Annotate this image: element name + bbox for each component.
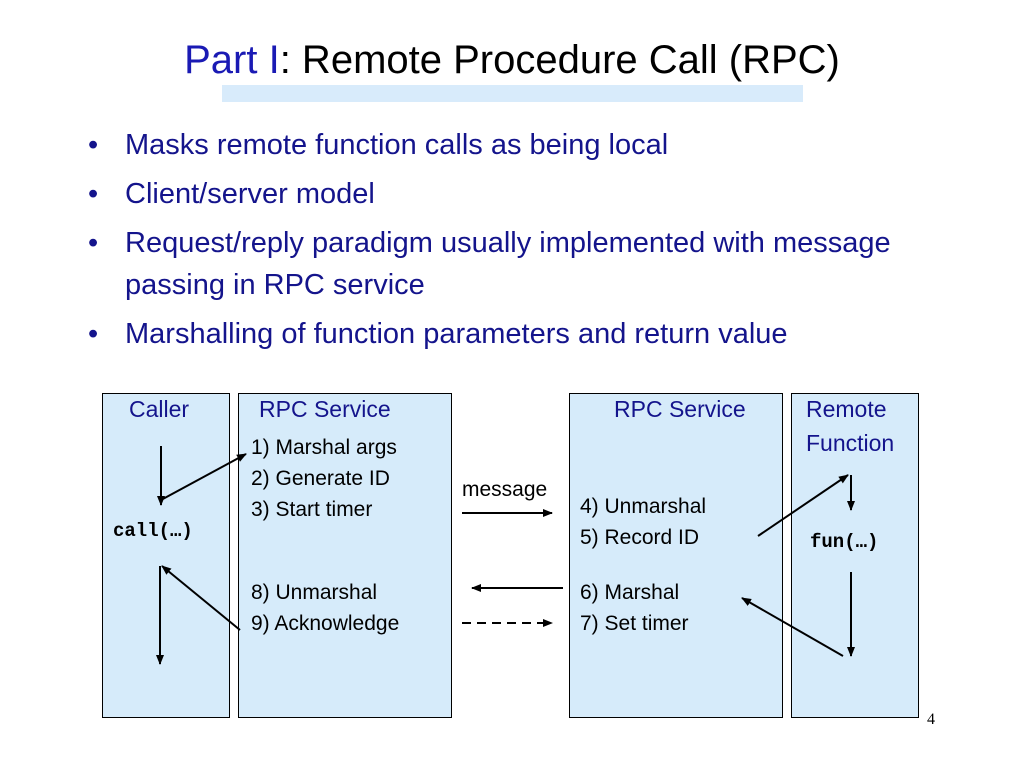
title-underline-bar bbox=[222, 85, 803, 102]
remote-function-label-line2: Function bbox=[806, 430, 895, 456]
caller-to-rpc-arrow bbox=[160, 453, 247, 501]
bullet-text: Request/reply paradigm usually implement… bbox=[125, 227, 891, 301]
message-label: message bbox=[462, 478, 548, 501]
step-start-timer: 3) Start timer bbox=[251, 498, 373, 521]
step-marshal-args: 1) Marshal args bbox=[251, 436, 397, 459]
rpc-service-right-label: RPC Service bbox=[614, 396, 746, 422]
rpc-to-function-arrow bbox=[757, 474, 849, 537]
bullet-text: Marshalling of function parameters and r… bbox=[125, 318, 788, 350]
title-part: Part I bbox=[184, 38, 280, 82]
step-record-id: 5) Record ID bbox=[580, 526, 700, 549]
page-number: 4 bbox=[927, 711, 935, 728]
bullet-item: • Masks remote function calls as being lo… bbox=[88, 124, 968, 166]
step-unmarshal-left: 8) Unmarshal bbox=[251, 581, 378, 604]
step-acknowledge: 9) Acknowledge bbox=[251, 612, 400, 635]
function-to-rpc-arrow bbox=[741, 597, 844, 657]
bullet-item: • Marshalling of function parameters and … bbox=[88, 313, 968, 355]
bullet-item: • Client/server model bbox=[88, 173, 968, 215]
step-marshal-right: 6) Marshal bbox=[580, 581, 680, 604]
remote-function-label-line1: Remote bbox=[806, 396, 887, 422]
caller-box bbox=[102, 393, 230, 718]
bullet-list: • Masks remote function calls as being lo… bbox=[88, 124, 968, 362]
remote-call-code: fun(…) bbox=[810, 531, 879, 553]
rpc-service-left-box bbox=[238, 393, 452, 718]
rpc-service-left-label: RPC Service bbox=[259, 396, 391, 422]
slide-title: Part I: Remote Procedure Call (RPC) bbox=[0, 34, 1024, 86]
remote-function-box bbox=[791, 393, 919, 718]
caller-call-code: call(…) bbox=[113, 520, 193, 542]
step-unmarshal-right: 4) Unmarshal bbox=[580, 495, 707, 518]
bullet-text: Masks remote function calls as being loc… bbox=[125, 129, 669, 161]
bullet-dot: • bbox=[88, 227, 99, 259]
rpc-service-right-box bbox=[569, 393, 783, 718]
title-rest: : Remote Procedure Call (RPC) bbox=[279, 38, 840, 82]
bullet-dot: • bbox=[88, 318, 99, 350]
bullet-item: • Request/reply paradigm usually implemen… bbox=[88, 222, 968, 306]
caller-label: Caller bbox=[129, 396, 190, 422]
step-generate-id: 2) Generate ID bbox=[251, 467, 390, 490]
bullet-dot: • bbox=[88, 178, 99, 210]
bullet-text: Client/server model bbox=[125, 178, 375, 210]
step-set-timer: 7) Set timer bbox=[580, 612, 689, 635]
rpc-to-caller-arrow bbox=[161, 565, 241, 631]
bullet-dot: • bbox=[88, 129, 99, 161]
